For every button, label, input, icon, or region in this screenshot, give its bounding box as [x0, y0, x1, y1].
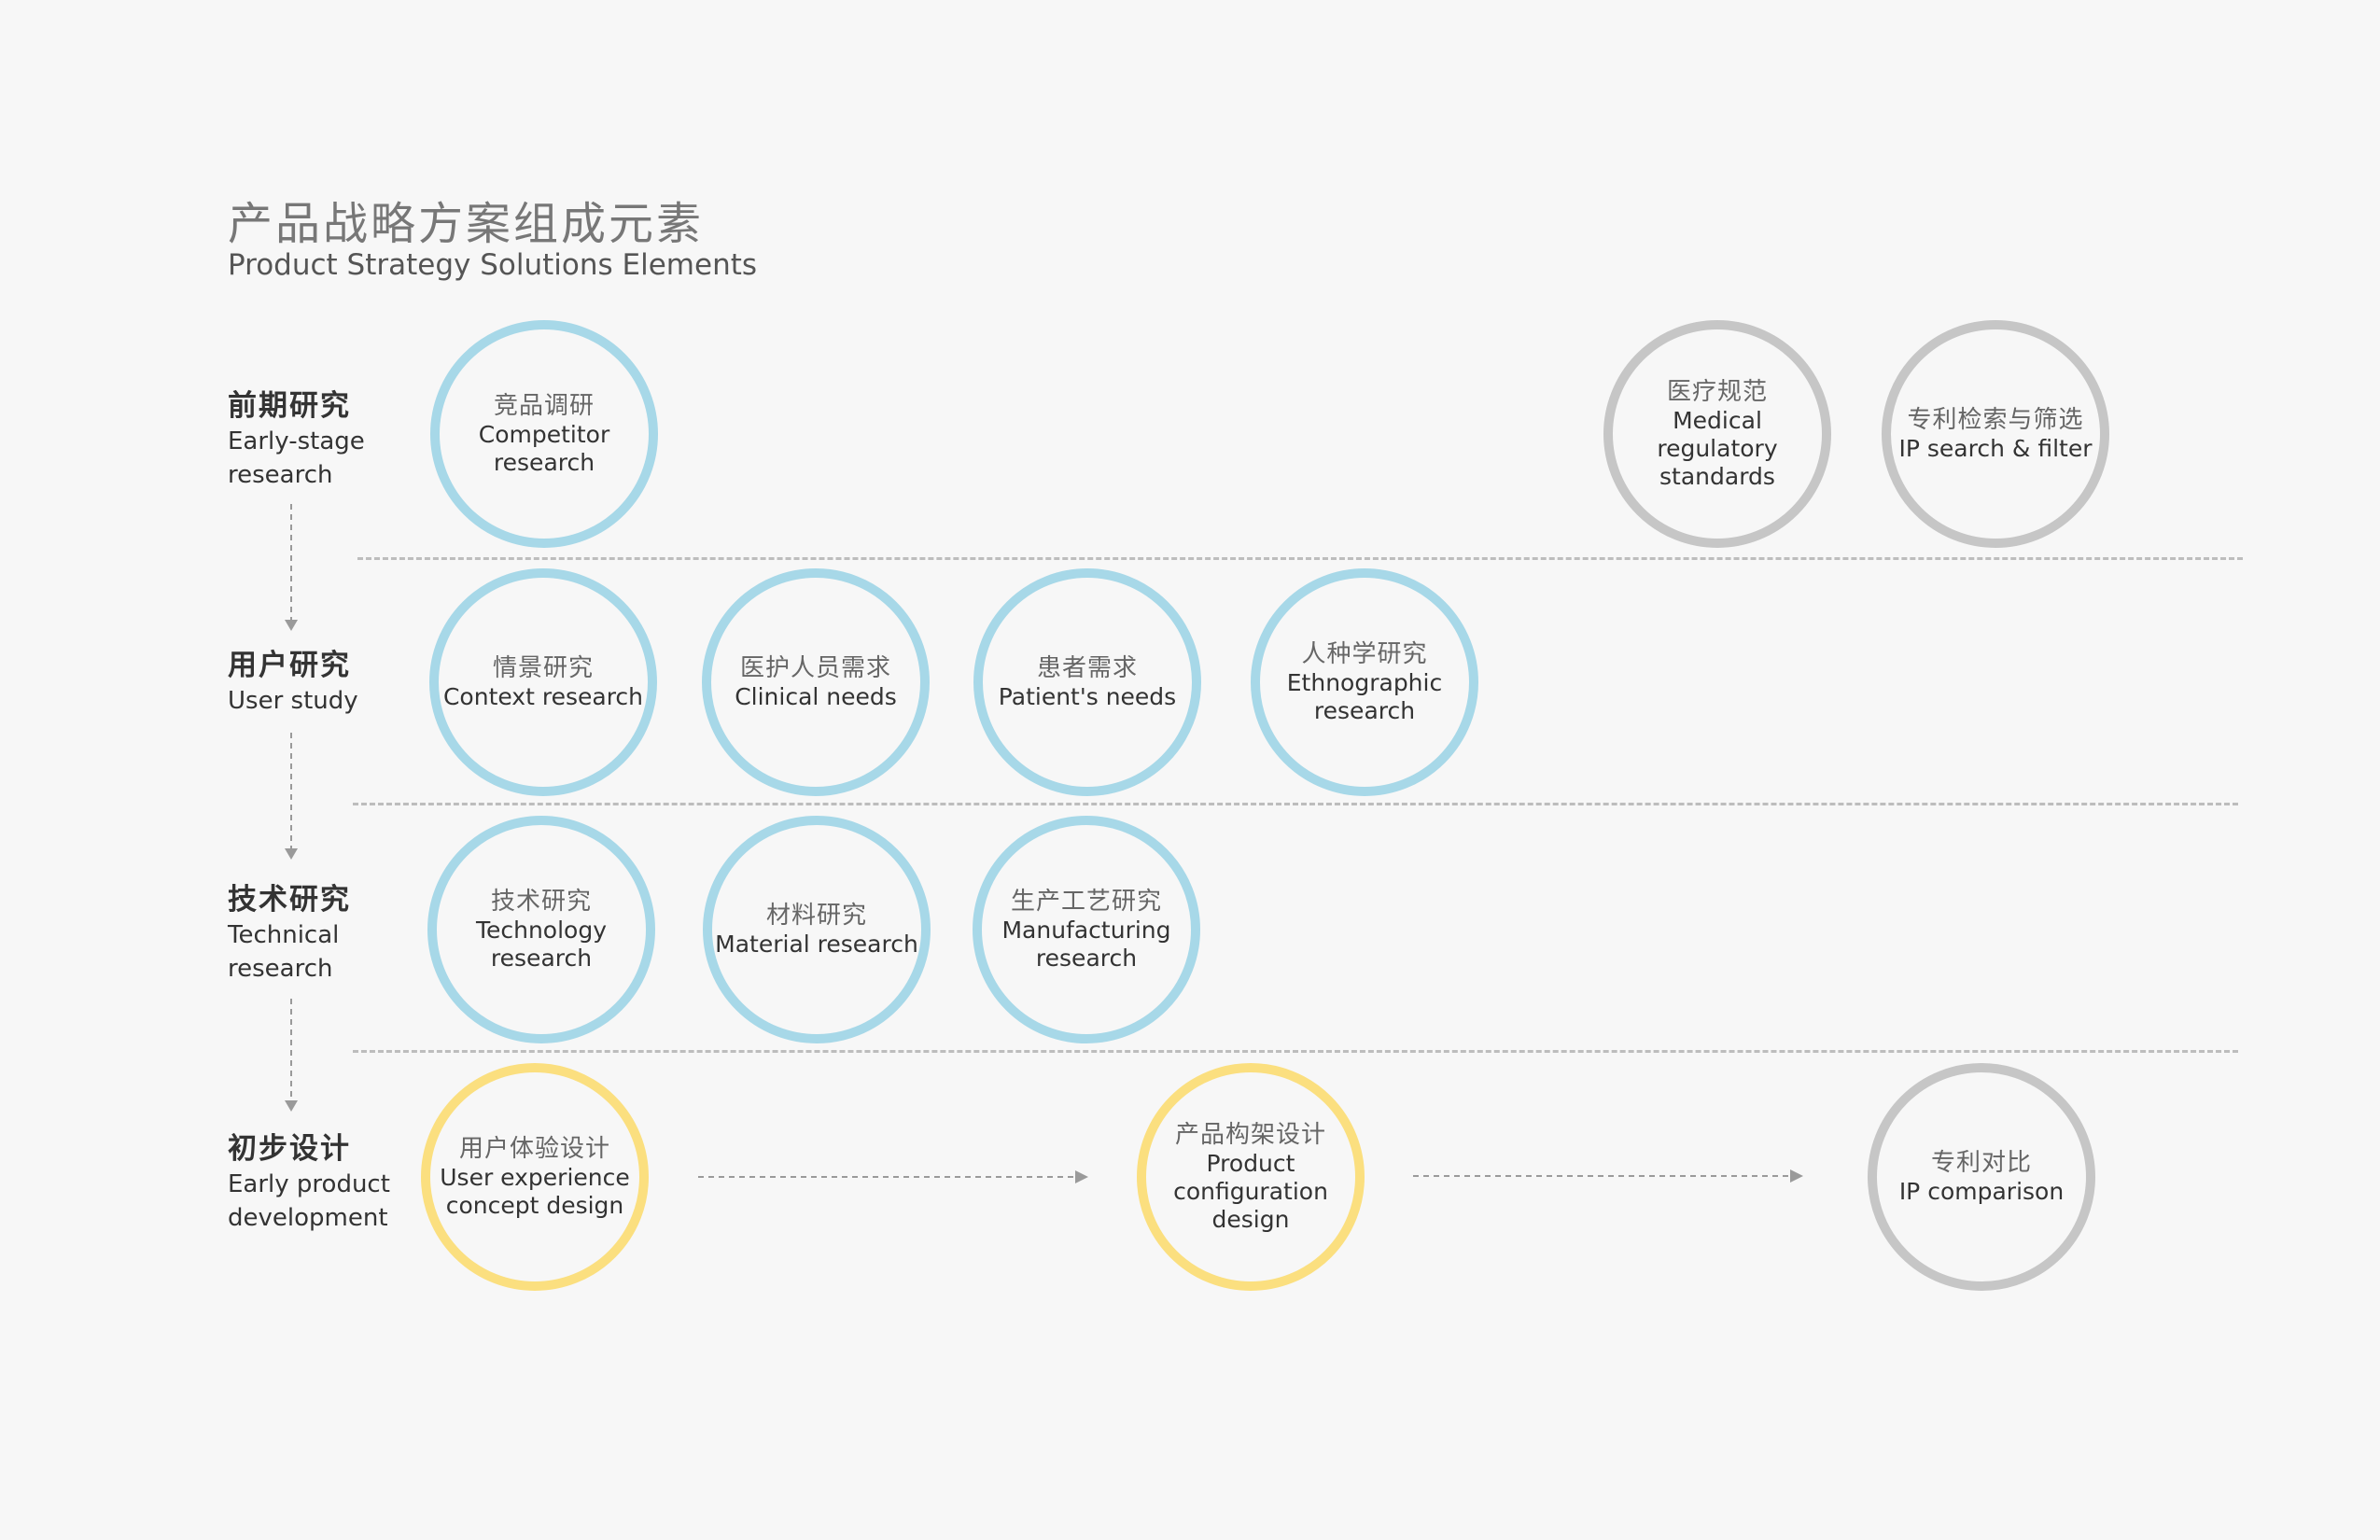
row-label-technical-research: 技术研究 Technical research	[228, 881, 414, 986]
node-patients-needs: 患者需求 Patient's needs	[973, 568, 1201, 796]
node-manufacturing-research: 生产工艺研究 Manufacturing research	[973, 816, 1200, 1043]
node-ip-search-filter: 专利检索与筛选 IP search & filter	[1882, 320, 2109, 548]
down-arrow-icon	[285, 999, 298, 1112]
node-label-cn: 医疗规范	[1666, 378, 1768, 406]
node-technology-research: 技术研究 Technology research	[427, 816, 655, 1043]
node-label-en: IP comparison	[1898, 1178, 2065, 1205]
row-label-en: Early-stage	[228, 427, 365, 455]
row-divider	[357, 557, 2243, 560]
row-label-user-study: 用户研究 User study	[228, 647, 414, 718]
right-arrow-icon	[698, 1170, 1088, 1183]
node-ip-comparison: 专利对比 IP comparison	[1868, 1063, 2095, 1291]
node-product-configuration-design: 产品构架设计 Product configuration design	[1137, 1063, 1365, 1291]
node-label-en: Manufacturing research	[1001, 917, 1171, 972]
down-arrow-icon	[285, 504, 298, 631]
row-label-en: research	[228, 461, 333, 489]
row-divider	[353, 803, 2238, 805]
node-label-en: Medical regulatory standards	[1657, 407, 1778, 490]
node-user-experience-concept-design: 用户体验设计 User experience concept design	[421, 1063, 649, 1291]
down-arrow-icon	[285, 733, 298, 860]
node-label-en: Ethnographic research	[1286, 669, 1443, 724]
node-context-research: 情景研究 Context research	[429, 568, 657, 796]
node-label-en: Patient's needs	[998, 683, 1177, 710]
node-label-cn: 技术研究	[490, 888, 592, 916]
row-label-cn: 前期研究	[228, 389, 351, 423]
page-title: 产品战略方案组成元素	[228, 198, 705, 250]
row-label-en: Technical	[228, 921, 340, 949]
row-label-early-product-development: 初步设计 Early product development	[228, 1130, 414, 1235]
node-label-en: Material research	[715, 931, 918, 958]
node-label-en: Technology research	[475, 917, 608, 972]
node-label-en: Clinical needs	[735, 683, 897, 710]
node-label-cn: 竞品调研	[493, 392, 595, 420]
node-label-cn: 医护人员需求	[739, 654, 891, 682]
node-label-en: Product configuration design	[1173, 1150, 1328, 1233]
node-label-en: Competitor research	[478, 421, 610, 476]
row-label-cn: 用户研究	[228, 649, 351, 682]
node-label-en: Context research	[442, 683, 644, 710]
node-label-cn: 产品构架设计	[1174, 1121, 1326, 1149]
node-label-cn: 材料研究	[765, 902, 867, 930]
node-label-cn: 专利检索与筛选	[1907, 406, 2084, 434]
row-label-en: Early product	[228, 1170, 390, 1198]
page-subtitle: Product Strategy Solutions Elements	[228, 248, 758, 282]
node-label-cn: 患者需求	[1036, 654, 1138, 682]
node-label-cn: 生产工艺研究	[1010, 888, 1162, 916]
node-label-cn: 人种学研究	[1301, 640, 1428, 668]
row-label-cn: 初步设计	[228, 1132, 351, 1166]
node-label-en: User experience concept design	[440, 1164, 630, 1219]
node-label-cn: 专利对比	[1930, 1149, 2032, 1177]
row-label-en: research	[228, 955, 333, 983]
row-label-en: development	[228, 1204, 388, 1232]
row-divider	[353, 1050, 2238, 1053]
row-label-early-stage-research: 前期研究 Early-stage research	[228, 387, 414, 492]
row-label-cn: 技术研究	[228, 883, 351, 917]
node-material-research: 材料研究 Material research	[703, 816, 931, 1043]
node-competitor-research: 竞品调研 Competitor research	[430, 320, 658, 548]
node-label-cn: 用户体验设计	[458, 1135, 610, 1163]
right-arrow-icon	[1413, 1169, 1803, 1183]
node-medical-regulatory-standards: 医疗规范 Medical regulatory standards	[1603, 320, 1831, 548]
row-label-en: User study	[228, 687, 358, 715]
node-clinical-needs: 医护人员需求 Clinical needs	[702, 568, 930, 796]
node-ethnographic-research: 人种学研究 Ethnographic research	[1251, 568, 1478, 796]
node-label-cn: 情景研究	[492, 654, 594, 682]
node-label-en: IP search & filter	[1898, 435, 2093, 462]
